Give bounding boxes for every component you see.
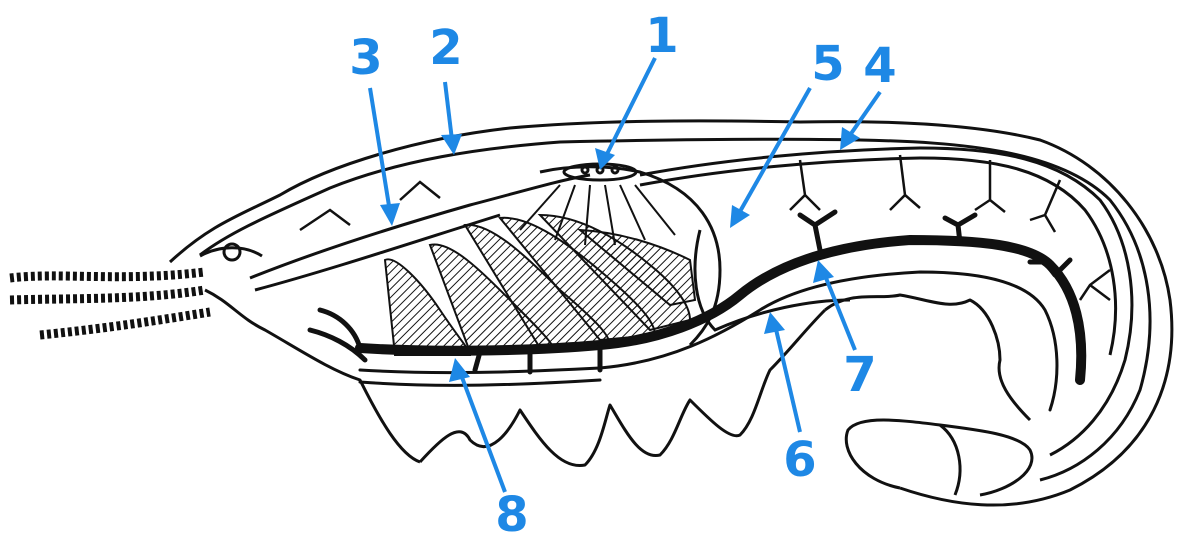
label-5: 5 <box>811 40 844 88</box>
label-8: 8 <box>495 491 528 539</box>
label-7: 7 <box>843 351 876 399</box>
arrow-2 <box>441 82 462 155</box>
label-4: 4 <box>863 42 896 90</box>
eye <box>200 244 262 260</box>
arrow-8 <box>449 358 505 492</box>
arrow-5 <box>730 88 810 228</box>
label-1: 1 <box>645 12 678 60</box>
label-3: 3 <box>349 34 382 82</box>
label-2: 2 <box>429 24 462 72</box>
antennae <box>10 272 210 335</box>
arrow-1 <box>595 58 655 170</box>
label-6: 6 <box>783 436 816 484</box>
